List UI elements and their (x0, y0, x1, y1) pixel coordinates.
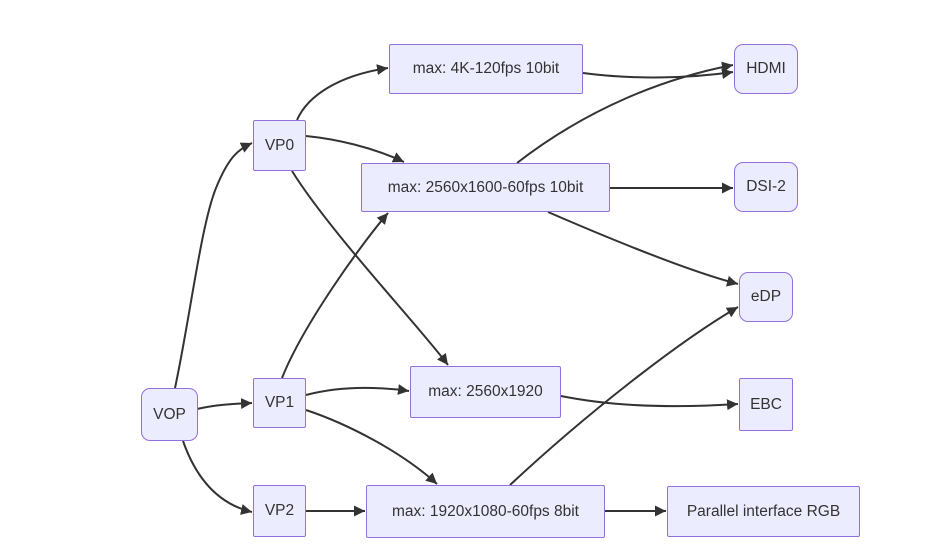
edge-max4k-hdmi (582, 68, 734, 80)
edge-vop-vp0 (174, 142, 253, 389)
node-max1920-label: max: 1920x1080-60fps 8bit (392, 502, 579, 520)
node-dsi2: DSI-2 (734, 162, 798, 212)
node-vp0-label: VP0 (264, 136, 295, 154)
edge-vp0-max2560x1600 (305, 135, 405, 163)
node-edp-label: eDP (750, 288, 782, 306)
edge-vp0-max4k (296, 64, 389, 121)
node-parallel-label: Parallel interface RGB (686, 502, 841, 520)
edge-vp0-max2560x1920 (291, 170, 449, 366)
edge-vp1-max2560x1920 (305, 384, 410, 396)
node-vop: VOP (141, 388, 198, 441)
node-vp0: VP0 (253, 120, 306, 171)
node-max2560x1600: max: 2560x1600-60fps 10bit (361, 163, 610, 212)
node-ebc: EBC (739, 378, 793, 431)
node-parallel: Parallel interface RGB (667, 486, 860, 537)
node-vp2: VP2 (253, 485, 306, 537)
node-vp2-label: VP2 (264, 502, 295, 520)
node-max4k-label: max: 4K-120fps 10bit (412, 60, 560, 78)
edge-max2560x1920-ebc (560, 395, 739, 411)
node-vp1: VP1 (253, 378, 306, 428)
node-max1920: max: 1920x1080-60fps 8bit (366, 485, 605, 538)
node-dsi2-label: DSI-2 (746, 178, 786, 196)
node-hdmi: HDMI (734, 44, 798, 94)
node-ebc-label: EBC (750, 395, 782, 413)
node-max2560x1920-label: max: 2560x1920 (428, 383, 543, 401)
node-max4k: max: 4K-120fps 10bit (389, 44, 583, 94)
edge-vop-vp1 (196, 398, 253, 410)
node-max2560x1600-label: max: 2560x1600-60fps 10bit (387, 178, 584, 196)
edge-vop-vp2 (182, 440, 253, 515)
node-max2560x1920: max: 2560x1920 (410, 366, 561, 418)
node-vop-label: VOP (153, 405, 186, 423)
node-vp1-label: VP1 (264, 394, 295, 412)
edge-max2560x1600-hdmi (516, 61, 734, 164)
node-hdmi-label: HDMI (746, 60, 786, 78)
edge-max2560x1600-edp (547, 211, 739, 287)
edge-max1920-edp (509, 306, 739, 486)
edge-vp1-max2560x1600 (281, 212, 389, 379)
edge-vp1-max1920 (305, 409, 438, 485)
node-edp: eDP (739, 272, 793, 322)
